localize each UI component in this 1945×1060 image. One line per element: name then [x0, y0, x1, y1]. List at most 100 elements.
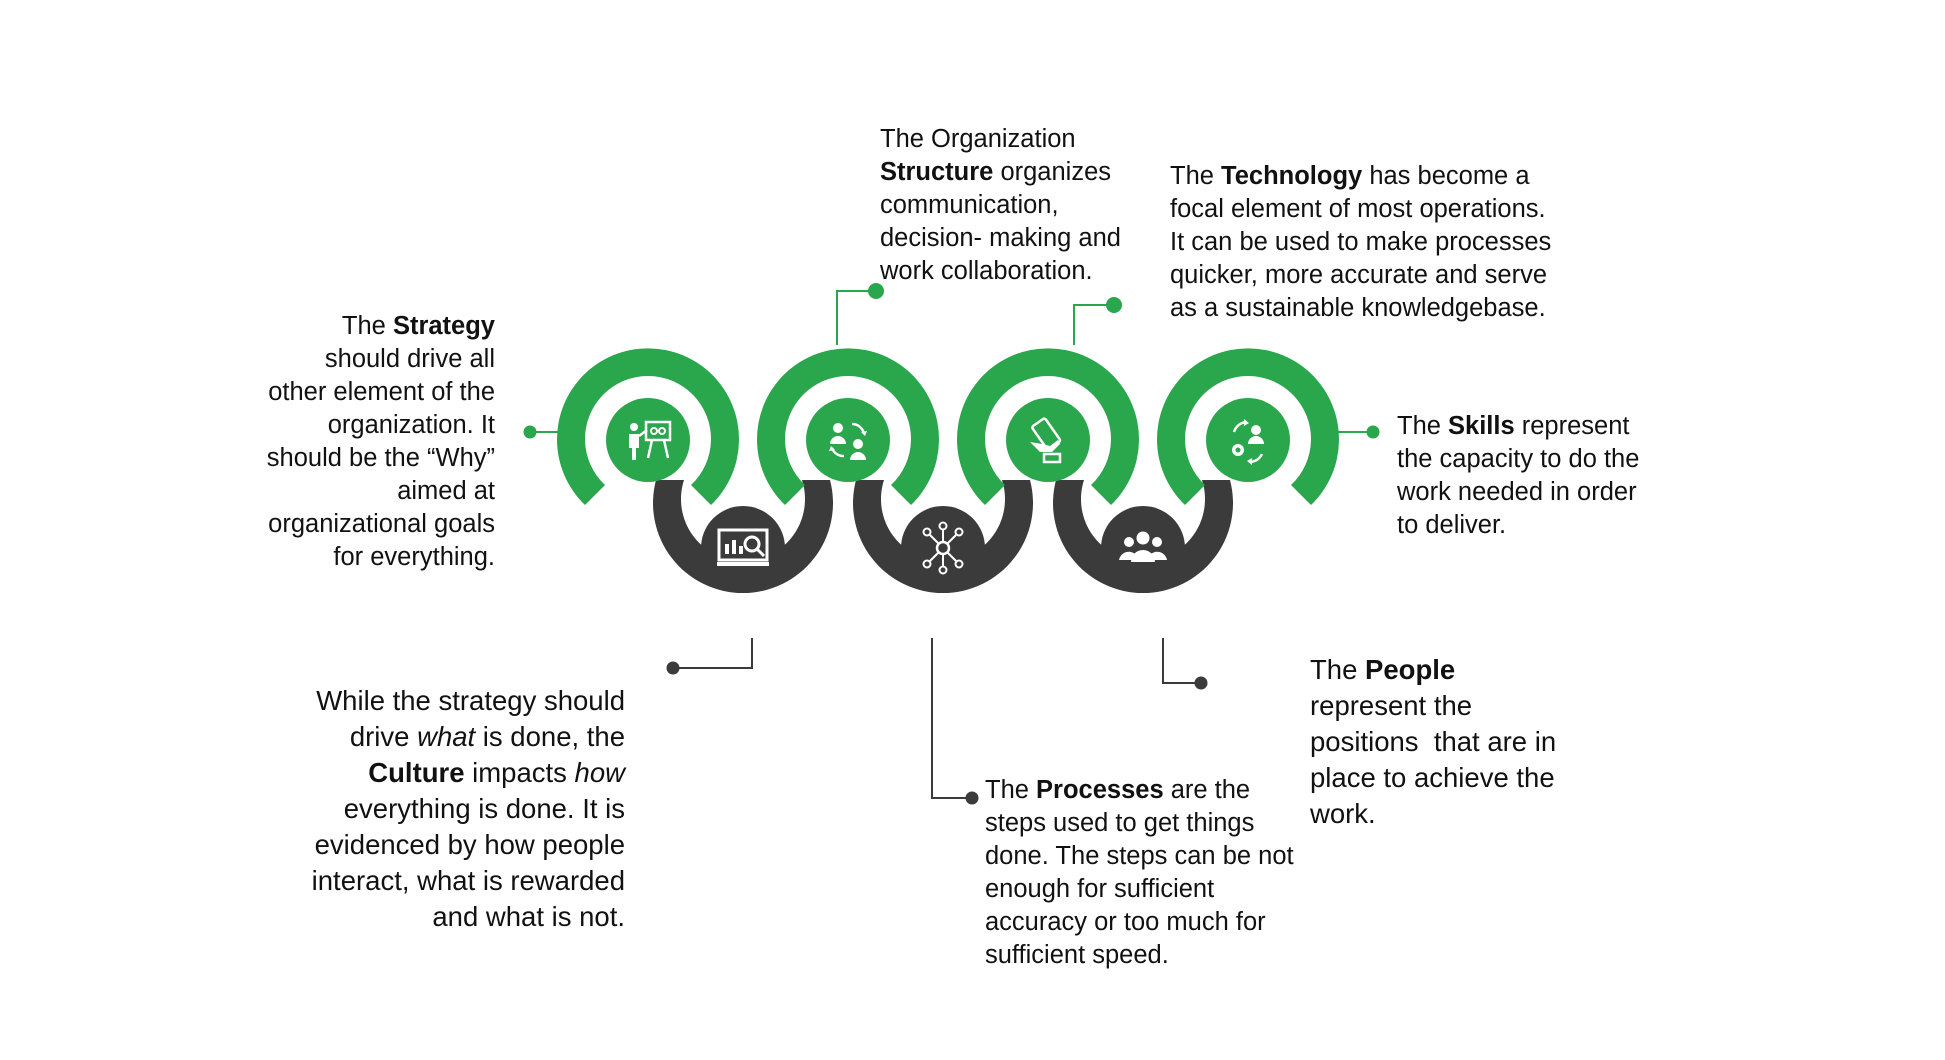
technology-text-run: Technology	[1221, 162, 1363, 190]
connector-lines	[523, 283, 1380, 805]
culture-text-run: everything is done. It is	[343, 793, 625, 824]
technology-connector-dot	[1106, 297, 1122, 313]
strategy-text-run: should be the “Why”	[266, 444, 495, 472]
skills-text-run: The	[1397, 412, 1449, 440]
structure-line: The Organization	[880, 123, 1121, 156]
structure-line: decision- making and	[880, 222, 1121, 255]
strategy-line: organization. It	[267, 409, 495, 442]
people-text-run: The	[1310, 654, 1366, 685]
processes-text-run: are the	[1163, 776, 1251, 804]
culture-text-run: is done, the	[475, 721, 625, 752]
people-line: represent the	[1310, 688, 1556, 724]
culture-text-run: Culture	[368, 757, 465, 788]
people-line: place to achieve the	[1310, 760, 1556, 796]
skills-inner-circle	[1206, 398, 1290, 482]
processes-line: accuracy or too much for	[985, 906, 1294, 939]
culture-connector-line	[673, 638, 753, 669]
strategy-text-run: aimed at	[397, 477, 495, 505]
technology-line: focal element of most operations.	[1170, 193, 1551, 226]
people-line: work.	[1310, 796, 1556, 832]
strategy-line: The Strategy	[267, 310, 495, 343]
processes-connector-dot	[965, 791, 979, 805]
strategy-text-run: organization. It	[327, 411, 495, 439]
culture-text-run: what	[417, 721, 476, 752]
strategy-text-run: for everything.	[333, 543, 495, 571]
structure-line: communication,	[880, 189, 1121, 222]
strategy-line: should drive all	[267, 343, 495, 376]
technology-line: It can be used to make processes	[1170, 226, 1551, 259]
skills-text-run: Skills	[1448, 412, 1515, 440]
skills-line: The Skills represent	[1397, 410, 1639, 443]
green-arcs	[557, 348, 1339, 505]
technology-line: as a sustainable knowledgebase.	[1170, 292, 1551, 325]
strategy-text-run: The	[341, 312, 393, 340]
processes-line: sufficient speed.	[985, 939, 1294, 972]
org-people-exchange-icon	[829, 422, 867, 460]
people-text-run: People	[1365, 654, 1456, 685]
strategy-text-run: organizational goals	[268, 510, 495, 538]
structure-inner-circle	[806, 398, 890, 482]
technology-connector-line	[1073, 304, 1113, 345]
technology-green-arc	[957, 348, 1139, 505]
processes-line: The Processes are the	[985, 774, 1294, 807]
structure-connector-line	[836, 290, 875, 345]
technology-text-run: quicker, more accurate and serve	[1170, 261, 1548, 289]
processes-text-run: steps used to get things	[985, 809, 1255, 837]
culture-line: evidenced by how people	[312, 827, 625, 863]
culture-text-run: and what is not.	[432, 901, 625, 932]
people-text-run: work.	[1310, 798, 1376, 829]
technology-text-run: focal element of most operations.	[1170, 195, 1546, 223]
skills-text-run: to deliver.	[1397, 511, 1507, 539]
culture-text-run: interact, what is rewarded	[311, 865, 625, 896]
culture-connector-dot	[666, 661, 680, 675]
culture-dark-arc	[653, 480, 833, 594]
monitor-analytics-icon	[717, 528, 769, 566]
structure-text-run: Structure	[880, 158, 994, 186]
culture-line: drive what is done, the	[312, 719, 625, 755]
skills-line: the capacity to do the	[1397, 443, 1639, 476]
culture-text-run: While the strategy should	[316, 685, 625, 716]
processes-line: done. The steps can be not	[985, 840, 1294, 873]
dark-arcs	[653, 480, 1234, 594]
skills-text-run: the capacity to do the	[1397, 445, 1640, 473]
structure-text-run: The Organization	[880, 125, 1076, 153]
culture-text-run: impacts	[464, 757, 575, 788]
strategy-text-run: Strategy	[392, 312, 495, 340]
structure-connector-dot	[868, 283, 884, 299]
strategy-connector-dot	[523, 425, 537, 439]
structure-text-run: organizes	[993, 158, 1112, 186]
culture-text-run: how	[574, 757, 625, 788]
strategy-text-run: should drive all	[324, 345, 495, 373]
processes-text-run: Processes	[1036, 776, 1164, 804]
technology-line: The Technology has become a	[1170, 160, 1551, 193]
skills-connector-dot	[1366, 425, 1380, 439]
strategy-line: for everything.	[267, 541, 495, 574]
skills-green-arc	[1157, 348, 1339, 505]
culture-line: and what is not.	[312, 899, 625, 935]
structure-line: Structure organizes	[880, 156, 1121, 189]
people-text-run: represent the	[1310, 690, 1473, 721]
culture-line: Culture impacts how	[312, 755, 625, 791]
technology-text-run: It can be used to make processes	[1170, 228, 1552, 256]
people-connector-dot	[1194, 676, 1208, 690]
structure-green-arc	[757, 348, 939, 505]
hand-mobile-device-icon	[1030, 417, 1062, 464]
presentation-board-icon	[629, 420, 672, 460]
processes-line: enough for sufficient	[985, 873, 1294, 906]
processes-dark-arc	[853, 480, 1033, 594]
skills-text-run: represent	[1514, 412, 1630, 440]
processes-text-run: enough for sufficient	[985, 875, 1215, 903]
culture-line: everything is done. It is	[312, 791, 625, 827]
people-group-icon	[1119, 531, 1167, 562]
skills-line: work needed in order	[1397, 476, 1639, 509]
people-connector-line	[1162, 638, 1199, 684]
person-gear-cycle-icon	[1232, 419, 1264, 465]
